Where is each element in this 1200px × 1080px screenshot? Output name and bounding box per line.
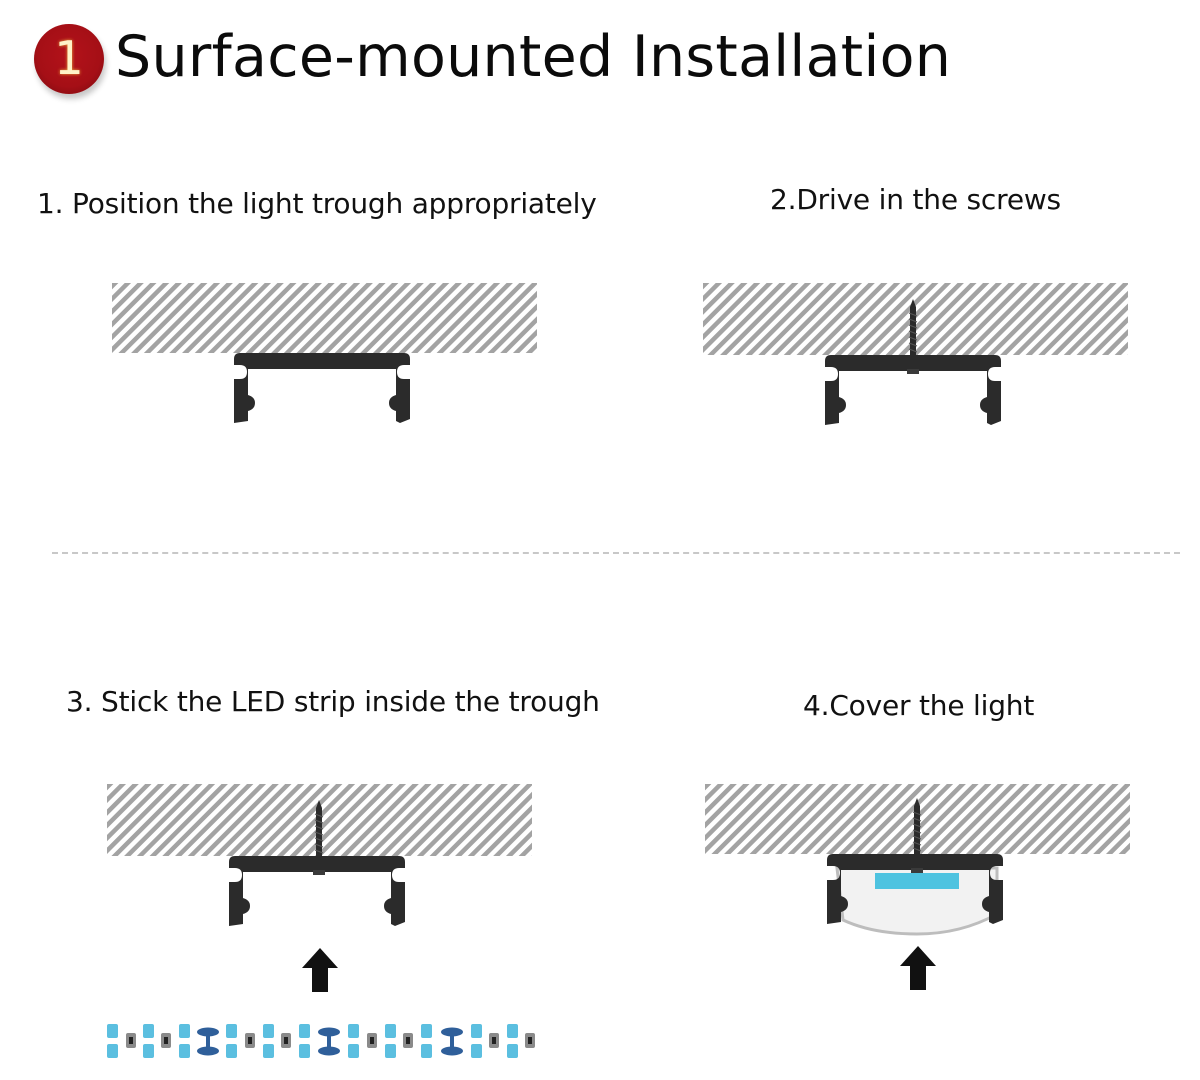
step-3-diagram [107,784,532,992]
step-number-badge: 1 [34,24,104,94]
aluminum-profile-icon [229,856,405,926]
step-2-diagram [703,283,1128,425]
step-1-label: 1. Position the light trough appropriate… [37,187,597,220]
section-divider [52,552,1180,554]
badge-number: 1 [54,31,84,85]
ceiling-hatch [112,283,537,353]
up-arrow-icon [900,946,936,990]
step-4-diagram [705,784,1130,990]
step-1-diagram [112,283,537,423]
aluminum-profile-icon [825,355,1001,425]
led-strip-icon [875,873,959,889]
up-arrow-icon [302,948,338,992]
step-3-label: 3. Stick the LED strip inside the trough [66,685,600,718]
step-4-label: 4.Cover the light [803,689,1035,722]
step-2-label: 2.Drive in the screws [770,183,1061,216]
aluminum-profile-icon [234,353,410,423]
led-strip-icon [107,1024,535,1058]
page-title: Surface-mounted Installation [115,24,952,90]
